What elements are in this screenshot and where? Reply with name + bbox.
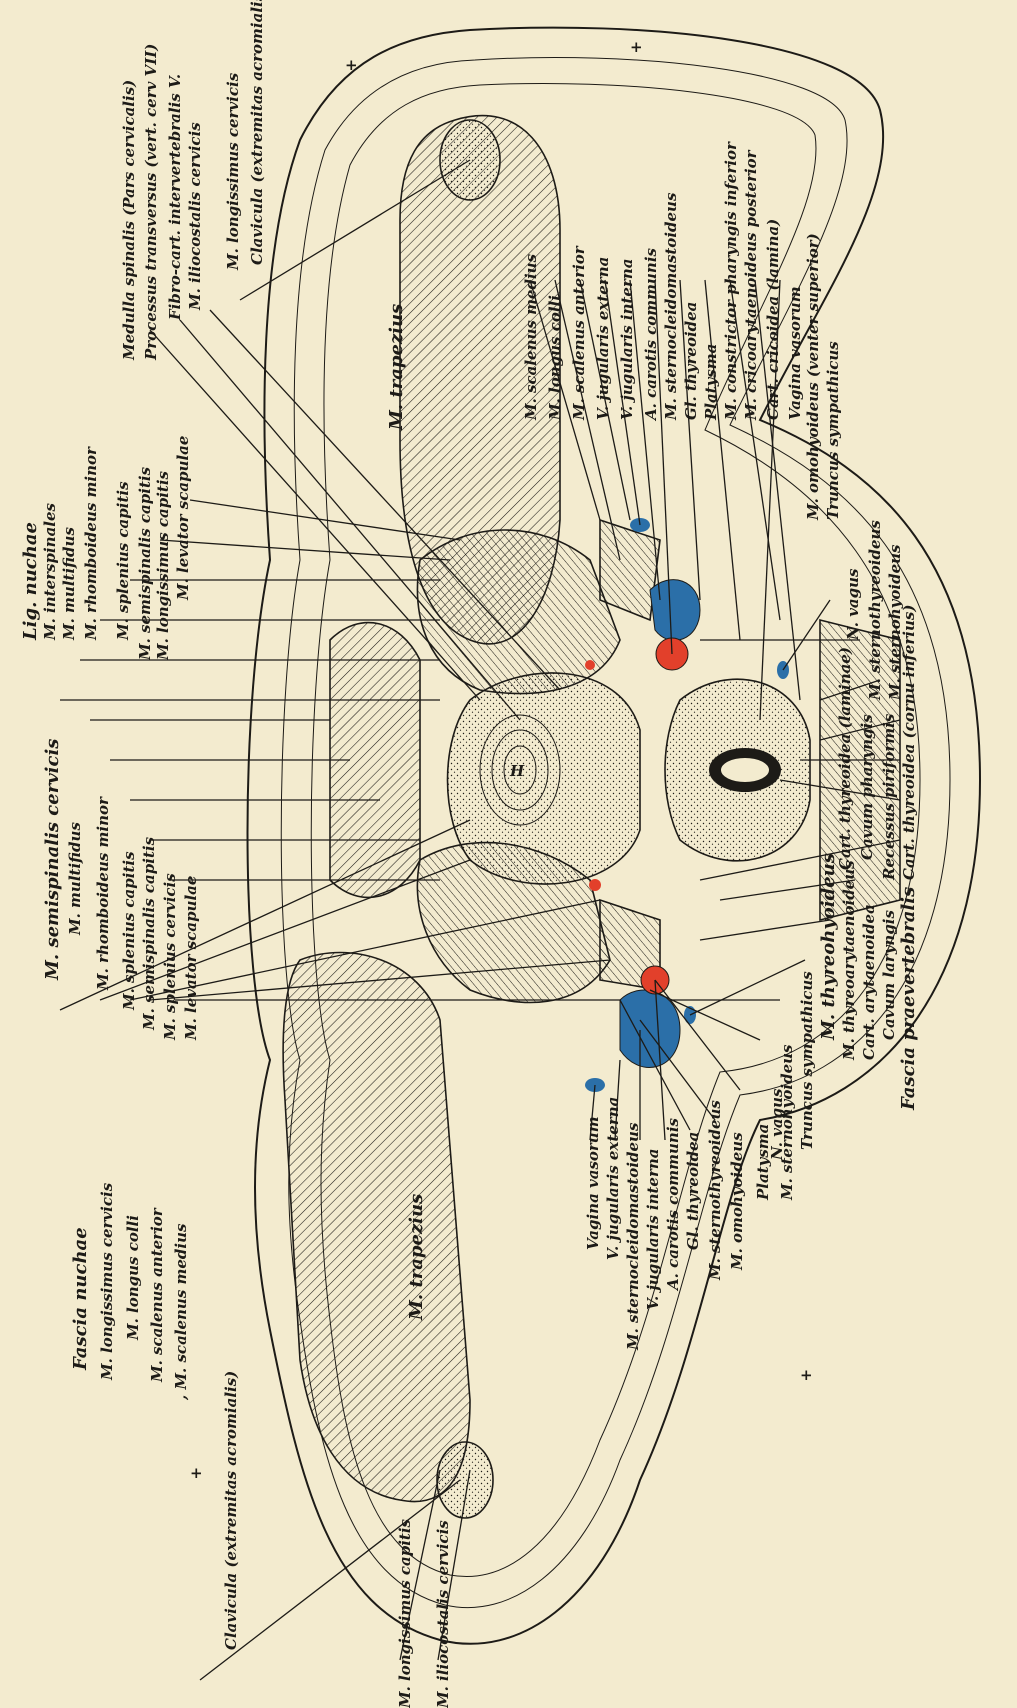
label-cart-arytaenoidea: Cart. arytaenoidea	[860, 904, 878, 1060]
label-truncus-sympathicus-r: Truncus sympathicus	[824, 341, 842, 520]
label-sternocleidomastoideus-l: M. sternocleidomastoideus	[624, 1122, 642, 1351]
labels-right-lower: Platysma N. vagus M. omohyoideus M. ster…	[584, 1088, 786, 1351]
label-gl-thyreoidea-r: Gl. thyreoidea	[682, 302, 700, 420]
vertebral-artery-right	[585, 660, 595, 670]
label-fibrocart: Fibro-cart. intervertebralis V.	[166, 74, 184, 321]
trapezius-left: M. trapezius	[283, 953, 493, 1519]
label-semispinalis-capitis-l: M. semispinalis capitis	[140, 836, 158, 1031]
label-longus-colli-r: M. longus colli	[546, 295, 564, 421]
label-constrictor: M. constrictor pharyngis inferior	[722, 141, 740, 421]
label-vagina-vasorum-l: Vagina vasorum	[584, 1116, 602, 1250]
label-platysma-r: Platysma	[702, 344, 720, 421]
label-scalenus-anterior-l: M. scalenus anterior	[148, 1207, 166, 1383]
vertebral-artery-left	[589, 879, 601, 891]
label-iliocostalis-cervicis-l: M. iliocostalis cervicis	[434, 1520, 452, 1708]
label-gl-thyreoidea-l: Gl. thyreoidea	[684, 1132, 702, 1250]
label-splenius-cervicis-l: M. splenius cervicis	[161, 873, 179, 1041]
label-levator-scapulae-r: M. levator scapulae	[174, 436, 192, 601]
labels-top: Medulla spinalis (Pars cervicalis) Proce…	[120, 0, 266, 361]
registration-cross-top: +	[345, 56, 358, 74]
label-longissimus-cervicis-l: M. longissimus cervicis	[98, 1182, 116, 1381]
label-longus-colli-l: M. longus colli	[124, 1215, 142, 1341]
label-cavum-pharyngis: Cavum pharyngis	[858, 714, 876, 860]
label-iliocostalis-cervicis-r: M. iliocostalis cervicis	[186, 122, 204, 311]
label-carotis-communis-r: A. carotis communis	[642, 247, 660, 422]
label-cart-thyreoidea-laminae: Cart. thyreoidea (laminae)	[836, 647, 854, 870]
label-splenius-capitis-r: M. splenius capitis	[114, 481, 132, 641]
label-multifidus-r: M. multifidus	[60, 527, 78, 641]
label-thyreoarytaenoideus: M. thyreoarytaenoideus	[840, 860, 858, 1061]
label-splenius-capitis-l: M. splenius capitis	[120, 851, 138, 1011]
label-scalenus-medius-l: , M. scalenus medius	[172, 1223, 190, 1401]
label-jugularis-interna-r: V. jugularis interna	[618, 259, 636, 420]
label-fascia-nuchae: Fascia nuchae	[70, 1227, 91, 1371]
labels-left-upper: Lig. nuchae M. interspinales M. multifid…	[20, 436, 192, 661]
label-omohyoideus-l: M. omohyoideus	[728, 1132, 746, 1271]
registration-cross-top-right: +	[630, 38, 643, 56]
label-lig-nuchae: Lig. nuchae	[20, 522, 41, 641]
registration-cross-bottom-right: +	[800, 1366, 813, 1384]
label-sternothyreoideus-r: M. sternothyreoideus	[866, 520, 884, 701]
label-carotis-communis-l: A. carotis communis	[664, 1117, 682, 1292]
label-vagus-r: N. vagus	[844, 568, 862, 641]
label-clavicula-l: Clavicula (extremitas acromialis)	[222, 1371, 240, 1650]
label-scalenus-medius-r: M. scalenus medius	[522, 253, 540, 421]
label-rhomboideus-minor-r: M. rhomboideus minor	[82, 446, 100, 641]
label-vagina-vasorum-r: Vagina vasorum	[786, 286, 804, 420]
label-omohyoideus-r: M. omohyoideus (venter superior)	[804, 233, 822, 521]
label-jugularis-interna-l: V. jugularis interna	[644, 1149, 662, 1310]
label-cart-cricoidea: Cart. cricoidea (lamina)	[764, 219, 782, 420]
clavicula-left	[437, 1442, 493, 1518]
label-levator-scapulae-l: M. levator scapulae	[182, 876, 200, 1041]
label-cart-thyreoidea-cornu: Cart. thyreoidea (cornu inferius)	[900, 605, 918, 880]
label-processus-transversus: Processus transversus (vert. cerv VII)	[142, 44, 160, 361]
registration-cross-bottom-left: +	[190, 1464, 203, 1482]
label-interspinales: M. interspinales	[41, 502, 59, 641]
label-thyreohyoideus: M. thyreohyoideus	[818, 853, 839, 1041]
label-semispinalis-cervicis: M. semispinalis cervicis	[42, 739, 63, 981]
label-rhomboideus-minor-l: M. rhomboideus minor	[94, 796, 112, 991]
label-scalenus-anterior-r: M. scalenus anterior	[570, 245, 588, 421]
label-cricoarytaenoideus: M. cricoarytaenoideus posterior	[742, 149, 760, 421]
label-semispinalis-capitis-r: M. semispinalis capitis	[136, 466, 154, 661]
trapezius-left-label: M. trapezius	[406, 1194, 427, 1321]
label-longissimus-capitis-l: M. longissimus capitis	[396, 1518, 414, 1708]
label-jugularis-externa-r: V. jugularis externa	[594, 257, 612, 420]
label-longissimus-cervicis-r: M. longissimus cervicis	[224, 72, 242, 271]
label-jugularis-externa-l: V. jugularis externa	[604, 1097, 622, 1260]
labels-left-middle: M. semispinalis cervicis M. multifidus M…	[42, 739, 200, 1041]
jugularis-interna-right	[650, 580, 700, 641]
trapezius-right-label: M. trapezius	[386, 304, 407, 431]
label-sternothyreoideus-l: M. sternothyreoideus	[706, 1100, 724, 1281]
vertebra-c7: H	[448, 673, 641, 884]
label-vagus-l: N. vagus	[768, 1088, 786, 1161]
label-multifidus-l: M. multifidus	[66, 822, 84, 936]
label-truncus-sympathicus-l: Truncus sympathicus	[798, 971, 816, 1150]
label-longissimus-capitis-r: M. longissimus capitis	[154, 470, 172, 661]
label-recessus-piriformis: Recessus piriformis	[880, 713, 898, 881]
spinal-cord-glyph: H	[509, 762, 525, 780]
label-clavicula-r: Clavicula (extremitas acromialis)	[248, 0, 266, 265]
label-sternocleidomastoideus-r: M. sternocleidomastoideus	[662, 192, 680, 421]
label-fascia-praevertebralis: Fascia praevertebralis	[898, 887, 919, 1111]
label-medulla-spinalis: Medulla spinalis (Pars cervicalis)	[120, 80, 138, 361]
label-cavum-laryngis: Cavum laryngis	[880, 909, 898, 1040]
